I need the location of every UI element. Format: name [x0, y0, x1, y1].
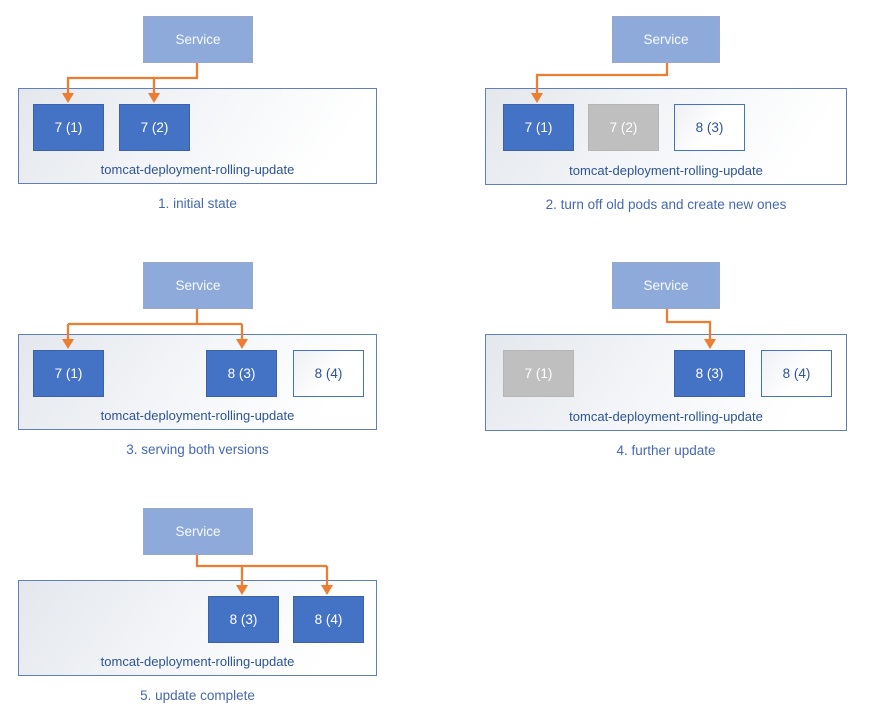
deployment-label: tomcat-deployment-rolling-update [100, 408, 295, 423]
pod-label: 7 (2) [140, 120, 169, 135]
pod: 8 (3) [674, 104, 745, 151]
pod: 8 (4) [293, 350, 364, 397]
pod: 7 (2) [119, 104, 190, 151]
pod-label: 8 (4) [314, 612, 343, 627]
pod-label: 7 (2) [609, 120, 638, 135]
service-label: Service [175, 278, 221, 293]
deployment-label: tomcat-deployment-rolling-update [100, 654, 295, 669]
pod: 8 (3) [206, 350, 277, 397]
panel-step-5: Service 8 (3) 8 (4) tomcat-deployment-ro… [0, 492, 435, 718]
pod-label: 8 (3) [695, 366, 724, 381]
deployment-box: 8 (3) 8 (4) tomcat-deployment-rolling-up… [18, 580, 377, 676]
service-box: Service [143, 262, 253, 309]
deployment-box: 7 (1) 8 (3) 8 (4) tomcat-deployment-roll… [485, 334, 847, 431]
pod: 8 (4) [293, 596, 364, 643]
deployment-box: 7 (1) 8 (3) 8 (4) tomcat-deployment-roll… [18, 334, 377, 430]
pod-label: 8 (3) [695, 120, 724, 135]
pod: 7 (1) [503, 350, 574, 397]
pod: 7 (1) [503, 104, 574, 151]
service-box: Service [612, 16, 720, 63]
pod: 8 (3) [674, 350, 745, 397]
step-caption: 1. initial state [158, 196, 237, 211]
pod: 7 (1) [33, 104, 104, 151]
service-box: Service [143, 508, 253, 555]
panel-step-2: Service 7 (1) 7 (2) 8 (3) tomcat-deploym… [435, 0, 870, 246]
deployment-box: 7 (1) 7 (2) 8 (3) tomcat-deployment-roll… [485, 88, 847, 185]
service-label: Service [643, 278, 689, 293]
pod: 8 (4) [761, 350, 832, 397]
panel-step-3: Service 7 (1) 8 (3) 8 (4) tomcat-deploym… [0, 246, 435, 492]
service-label: Service [175, 524, 221, 539]
panel-step-4: Service 7 (1) 8 (3) 8 (4) tomcat-deploym… [435, 246, 870, 492]
pod-label: 8 (3) [227, 366, 256, 381]
step-caption: 2. turn off old pods and create new ones [545, 197, 787, 212]
pod-label: 7 (1) [54, 120, 83, 135]
pod: 7 (1) [33, 350, 104, 397]
deployment-box: 7 (1) 7 (2) tomcat-deployment-rolling-up… [18, 88, 377, 184]
pod-label: 8 (3) [229, 612, 258, 627]
pod-label: 8 (4) [782, 366, 811, 381]
service-label: Service [643, 32, 689, 47]
service-box: Service [612, 262, 720, 309]
step-caption: 4. further update [616, 443, 716, 458]
service-label: Service [175, 32, 221, 47]
panel-step-1: Service 7 (1) 7 (2) tomcat-deployment-ro… [0, 0, 435, 246]
pod-label: 7 (1) [524, 366, 553, 381]
deployment-label: tomcat-deployment-rolling-update [569, 409, 763, 424]
pod-label: 7 (1) [54, 366, 83, 381]
pod: 8 (3) [208, 596, 279, 643]
deployment-label: tomcat-deployment-rolling-update [100, 162, 295, 177]
service-box: Service [143, 16, 253, 63]
step-caption: 5. update complete [140, 688, 255, 703]
pod-label: 8 (4) [314, 366, 343, 381]
deployment-label: tomcat-deployment-rolling-update [569, 163, 763, 178]
step-caption: 3. serving both versions [126, 442, 269, 457]
pod: 7 (2) [588, 104, 659, 151]
pod-label: 7 (1) [524, 120, 553, 135]
